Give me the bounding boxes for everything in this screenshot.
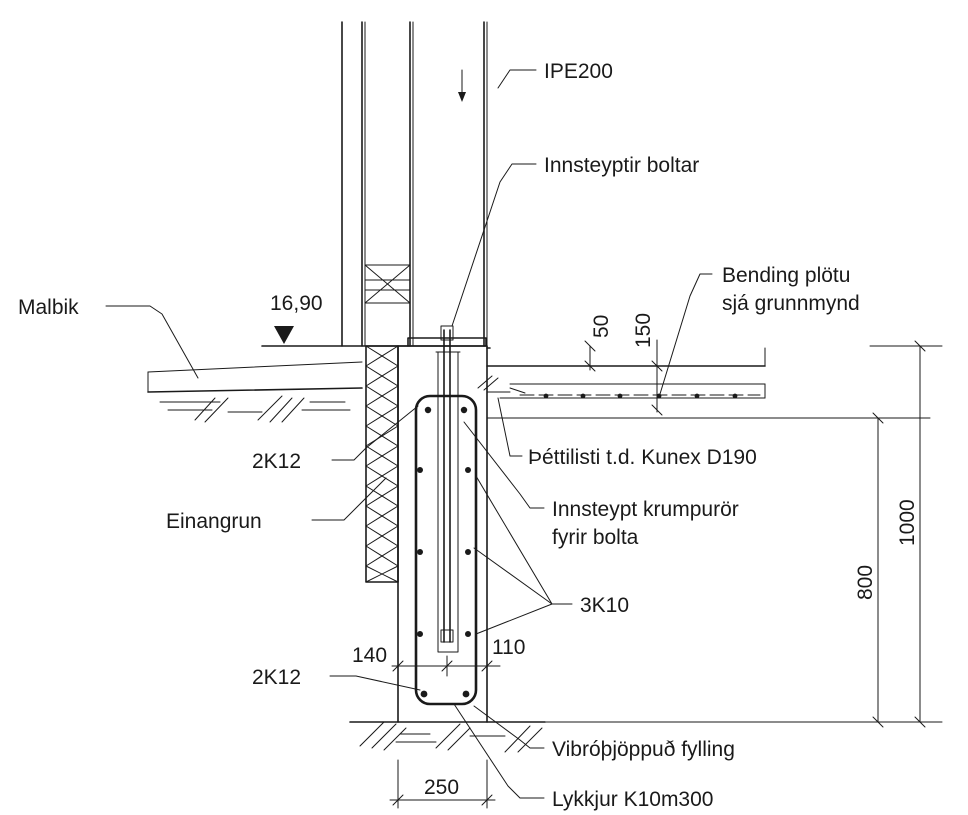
label-dim-140: 140 bbox=[352, 644, 387, 667]
label-malbik: Malbik bbox=[18, 296, 79, 319]
label-dim-1000: 1000 bbox=[896, 499, 919, 546]
label-ipe200: IPE200 bbox=[544, 60, 613, 83]
steel-column-ipe200 bbox=[341, 21, 488, 347]
label-dim-50: 50 bbox=[590, 315, 613, 338]
foundation-wall bbox=[397, 325, 488, 723]
label-krumpuror-line2: fyrir bolta bbox=[552, 526, 639, 549]
label-dim-110: 110 bbox=[492, 636, 525, 659]
label-lykkjur: Lykkjur K10m300 bbox=[552, 788, 713, 811]
label-dim-250: 250 bbox=[424, 776, 459, 799]
label-pettilisti: Þéttilisti t.d. Kunex D190 bbox=[528, 446, 757, 469]
dimension-lines bbox=[274, 326, 943, 809]
label-innsteyptir-boltar: Innsteyptir boltar bbox=[544, 154, 699, 177]
ground-and-asphalt bbox=[147, 345, 931, 423]
leader-lines bbox=[105, 69, 713, 799]
labels: IPE200 Innsteyptir boltar Bending plötu … bbox=[18, 60, 919, 811]
label-2k12-bottom: 2K12 bbox=[252, 666, 301, 689]
label-3k10: 3K10 bbox=[580, 594, 629, 617]
label-dim-150: 150 bbox=[632, 313, 655, 348]
elevation-marker-icon bbox=[274, 326, 294, 344]
label-krumpuror-line1: Innsteypt krumpurör bbox=[552, 498, 739, 521]
base-soil bbox=[349, 721, 546, 753]
insulation bbox=[365, 345, 399, 583]
label-fylling: Vibróþjöppuð fylling bbox=[552, 738, 735, 761]
label-einangrun: Einangrun bbox=[166, 510, 262, 533]
label-dim-800: 800 bbox=[854, 565, 877, 600]
label-elevation: 16,90 bbox=[270, 292, 323, 315]
label-bending-plotu-line2: sjá grunnmynd bbox=[722, 292, 860, 315]
label-bending-plotu-line1: Bending plötu bbox=[722, 264, 850, 287]
label-2k12-top: 2K12 bbox=[252, 450, 301, 473]
